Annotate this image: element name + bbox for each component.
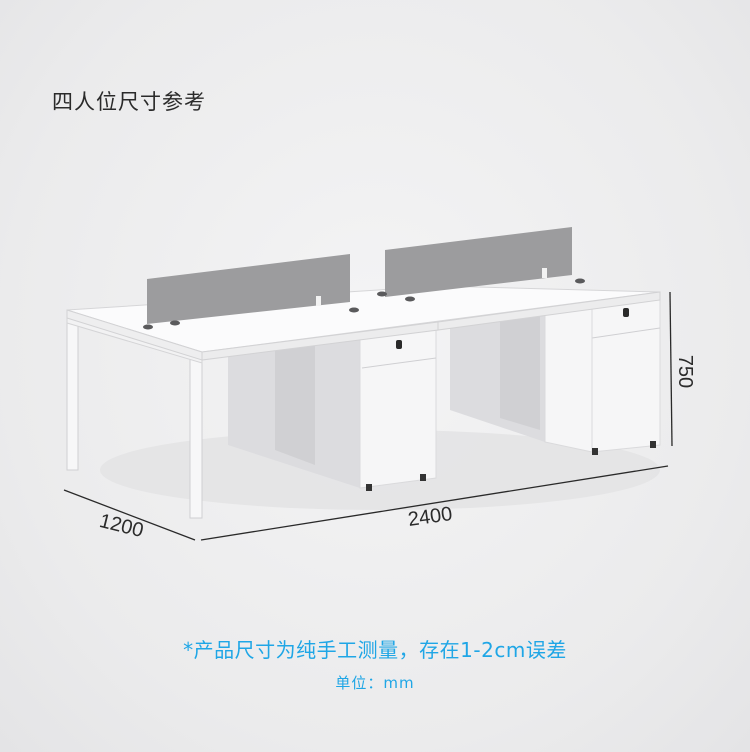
measurement-note: *产品尺寸为纯手工测量，存在1-2cm误差 [183, 638, 567, 662]
height-dimension-label: 750 [674, 354, 697, 389]
pedestal-left [228, 324, 437, 491]
cable-grommets [143, 278, 585, 330]
desk-legs [66, 314, 203, 519]
page-title: 四人位尺寸参考 [52, 90, 206, 114]
unit-label: 单位：mm [335, 674, 415, 692]
desk-dividers [147, 227, 572, 324]
dimension-lines [63, 291, 673, 541]
